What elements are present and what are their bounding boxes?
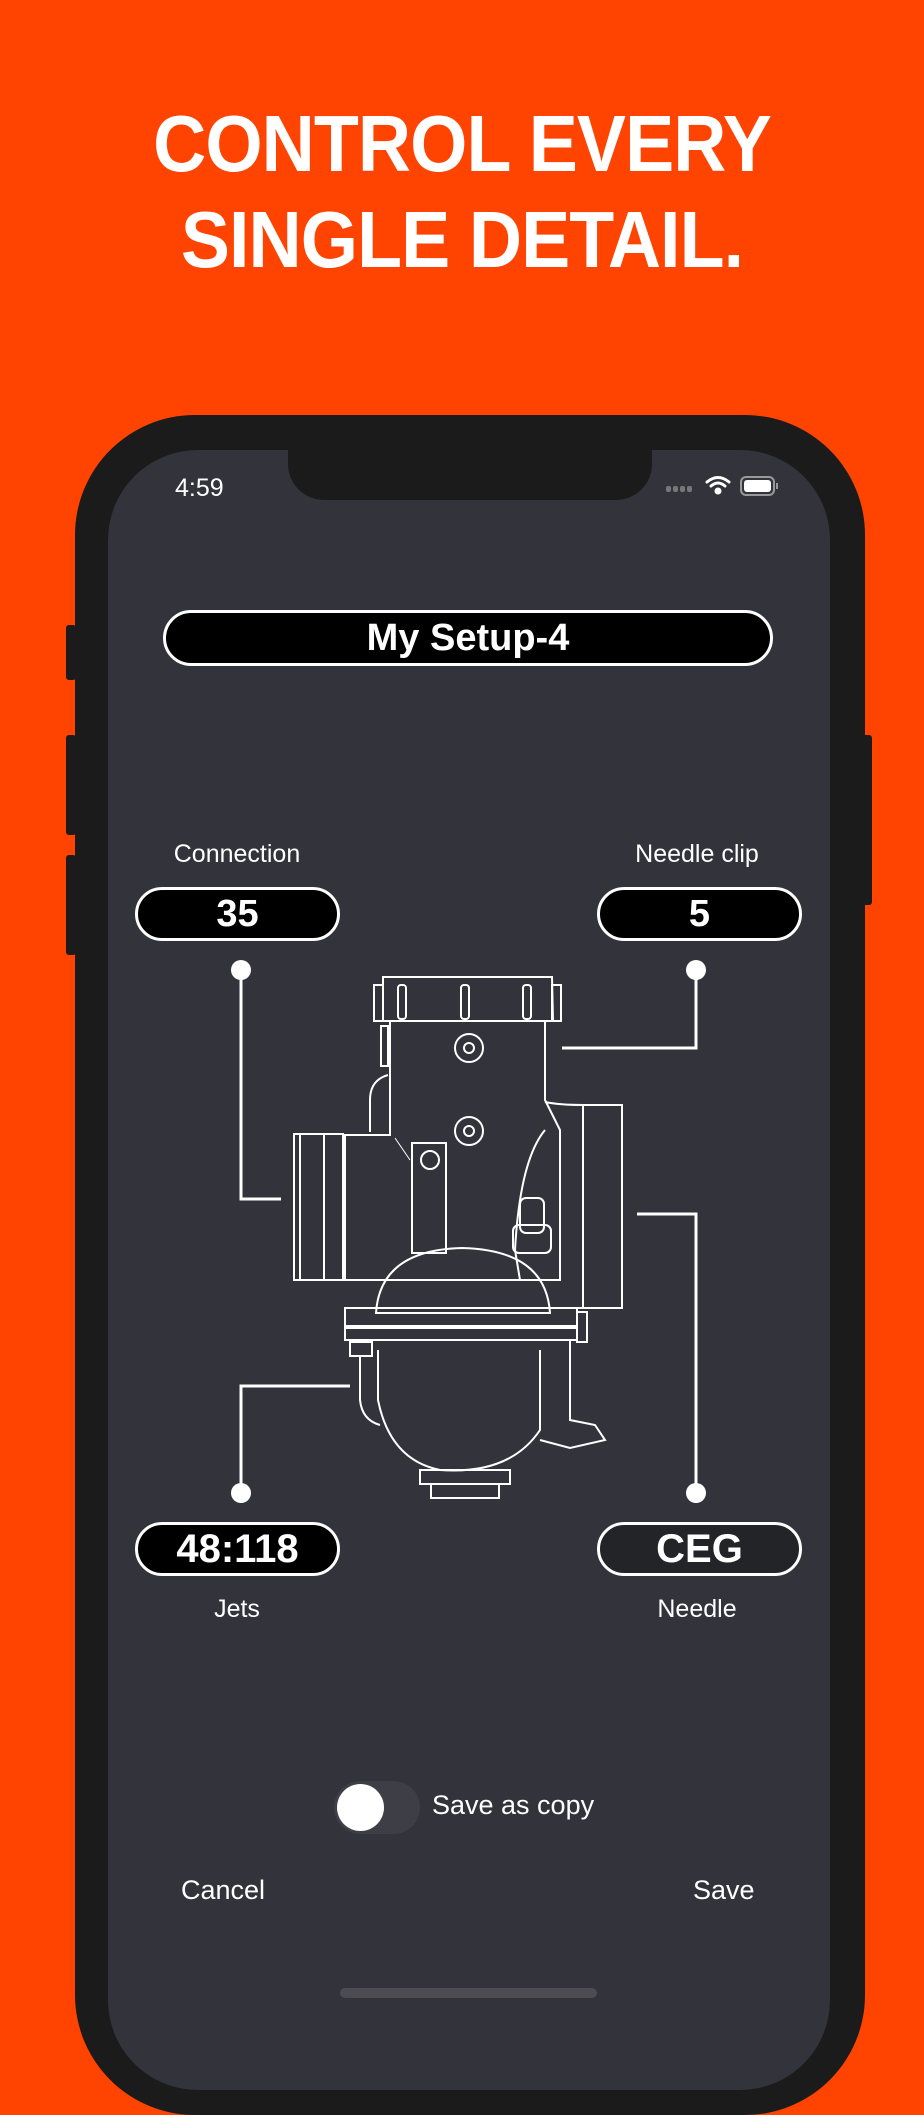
jets-leader — [239, 1384, 350, 1493]
carburetor-drawing — [293, 976, 623, 1499]
needle-value[interactable]: CEG — [597, 1522, 802, 1576]
leader-lines — [239, 970, 698, 1495]
headline-line-1: CONTROL EVERY — [153, 99, 772, 188]
cellular-signal-icon — [666, 486, 692, 492]
headline: CONTROL EVERY SINGLE DETAIL. — [37, 96, 887, 288]
carburetor-diagram — [231, 960, 706, 1503]
notch — [288, 450, 652, 500]
jets-dot — [231, 1483, 251, 1503]
home-indicator[interactable] — [340, 1988, 597, 1998]
mute-switch — [66, 625, 76, 680]
jets-label: Jets — [214, 1595, 260, 1623]
battery-icon — [740, 476, 778, 496]
needle-leader — [637, 1212, 698, 1495]
save-as-copy-toggle[interactable] — [334, 1781, 420, 1834]
needle-clip-value[interactable]: 5 — [597, 887, 802, 941]
connection-label: Connection — [173, 840, 301, 868]
connection-value[interactable]: 35 — [135, 887, 340, 941]
needle-label: Needle — [657, 1595, 737, 1623]
headline-line-2: SINGLE DETAIL. — [180, 195, 744, 284]
volume-up-button — [66, 735, 76, 835]
connection-leader — [239, 970, 281, 1201]
save-button[interactable]: Save — [693, 1875, 755, 1905]
connection-dot — [231, 960, 251, 980]
app-screen: 4:59 My Setup-4 Connection 35 Needle cli… — [108, 450, 830, 2090]
needle-clip-leader — [562, 970, 698, 1050]
cancel-button[interactable]: Cancel — [181, 1875, 266, 1905]
needle-clip-dot — [686, 960, 706, 980]
status-time: 4:59 — [175, 474, 224, 502]
status-icons — [666, 476, 778, 496]
needle-dot — [686, 1483, 706, 1503]
save-as-copy-label: Save as copy — [432, 1790, 595, 1820]
volume-down-button — [66, 855, 76, 955]
needle-clip-label: Needle clip — [635, 840, 759, 868]
toggle-knob — [337, 1784, 384, 1831]
setup-name-field[interactable]: My Setup-4 — [163, 610, 773, 666]
power-button — [862, 735, 872, 905]
wifi-icon — [705, 476, 731, 495]
jets-value[interactable]: 48:118 — [135, 1522, 340, 1576]
